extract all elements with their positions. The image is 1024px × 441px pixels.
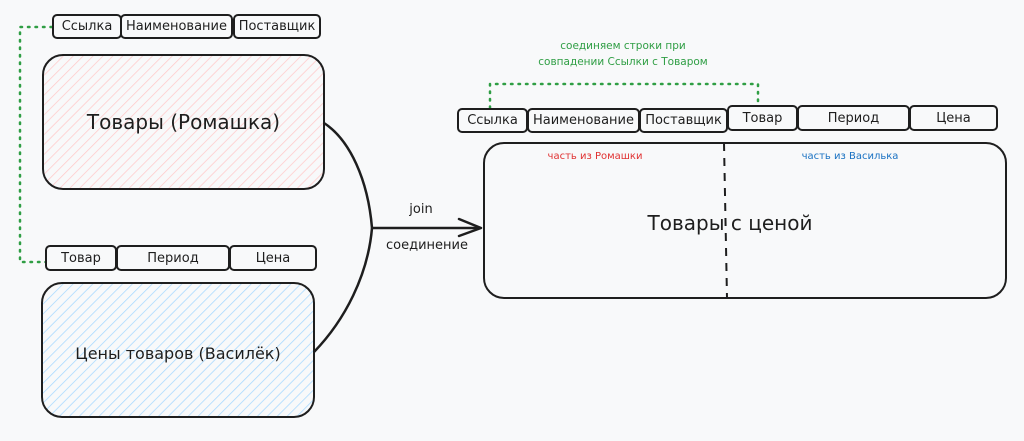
romashka-field-postavshchik: Поставщик — [233, 14, 321, 39]
join-arrow-head — [457, 217, 483, 238]
result-right-note: часть из Василька — [801, 150, 899, 162]
match-note-line1: соединяем строки при — [560, 40, 686, 52]
vasilek-title: Цены товаров (Василёк) — [75, 343, 281, 363]
link-ssylka-tovar-right — [488, 82, 760, 110]
join-curve-top — [323, 121, 374, 229]
result-field-naimenovanie: Наименование — [527, 108, 640, 133]
join-label-ru: соединение — [386, 237, 468, 253]
match-note-line2: совпадении Ссылки с Товаром — [538, 56, 708, 68]
vasilek-field-tovar: Товар — [45, 245, 117, 271]
vasilek-field-period: Период — [116, 245, 230, 271]
romashka-field-naimenovanie: Наименование — [120, 14, 233, 39]
romashka-box — [42, 54, 325, 190]
result-box — [483, 142, 1007, 299]
vasilek-field-tsena: Цена — [229, 245, 317, 271]
result-field-tsena: Цена — [909, 105, 998, 131]
result-field-tovar: Товар — [727, 105, 798, 131]
link-ssylka-tovar-left — [18, 25, 54, 264]
join-label: join — [409, 201, 433, 217]
result-title: Товары с ценой — [647, 211, 813, 235]
result-divider — [723, 142, 728, 299]
vasilek-box — [41, 282, 315, 418]
result-left-note: часть из Ромашки — [547, 150, 643, 162]
romashka-title: Товары (Ромашка) — [86, 110, 281, 134]
result-field-ssylka: Ссылка — [457, 108, 528, 133]
result-field-postavshchik: Поставщик — [639, 108, 728, 133]
result-field-period: Период — [797, 105, 910, 131]
romashka-field-ssylka: Ссылка — [52, 14, 122, 39]
join-curve-bottom — [313, 227, 374, 353]
